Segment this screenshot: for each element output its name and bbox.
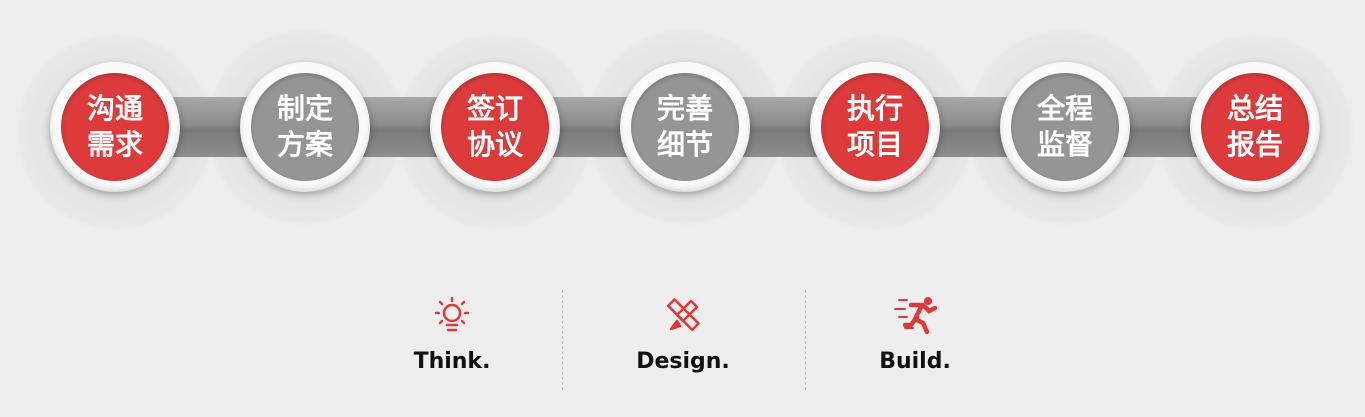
step-label: 执行项目 xyxy=(846,92,903,161)
step-label: 签订协议 xyxy=(466,92,523,161)
lightbulb-icon xyxy=(434,296,470,332)
step-label: 制定方案 xyxy=(276,92,333,161)
step-label: 沟通需求 xyxy=(86,92,143,161)
process-step: 执行项目 xyxy=(810,62,940,192)
feature-label: Think. xyxy=(413,349,491,374)
step-label: 完善细节 xyxy=(656,92,713,161)
process-step: 沟通需求 xyxy=(50,62,180,192)
process-step: 全程监督 xyxy=(1000,62,1130,192)
feature-label: Design. xyxy=(636,349,730,374)
process-step: 完善细节 xyxy=(620,62,750,192)
feature-think: Think. xyxy=(372,295,532,374)
feature-design: Design. xyxy=(603,295,763,374)
step-label: 全程监督 xyxy=(1036,92,1093,161)
step-circle: 沟通需求 xyxy=(61,73,169,181)
process-step: 制定方案 xyxy=(240,62,370,192)
step-circle: 制定方案 xyxy=(251,73,359,181)
feature-label: Build. xyxy=(879,349,951,374)
running-person-icon xyxy=(894,297,937,335)
process-step: 签订协议 xyxy=(430,62,560,192)
step-circle: 签订协议 xyxy=(441,73,549,181)
step-circle: 完善细节 xyxy=(631,73,739,181)
step-circle: 全程监督 xyxy=(1011,73,1119,181)
step-circle: 总结报告 xyxy=(1201,73,1309,181)
step-label: 总结报告 xyxy=(1226,92,1283,161)
feature-build: Build. xyxy=(835,295,995,374)
step-circle: 执行项目 xyxy=(821,73,929,181)
divider xyxy=(805,290,806,390)
ruler-pencil-icon xyxy=(666,298,700,332)
process-step: 总结报告 xyxy=(1190,62,1320,192)
divider xyxy=(562,290,563,390)
